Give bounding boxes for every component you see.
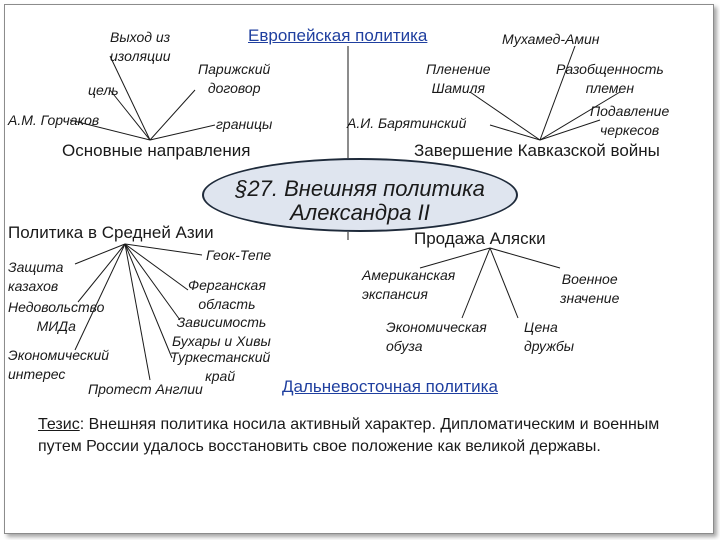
heading-far-east[interactable]: Дальневосточная политика	[282, 377, 498, 396]
connector-fergana	[124, 243, 189, 291]
center-title-line2: Александра II	[290, 200, 430, 225]
center-title-line1: §27. Внешняя политика	[235, 176, 485, 201]
connector-american	[419, 247, 491, 269]
connector-england	[124, 243, 151, 381]
slide-frame	[4, 4, 714, 534]
label-friendship-price: Цена дружбы	[524, 319, 575, 354]
label-turkestan: Туркестанский край	[170, 349, 271, 384]
heading-european-policy[interactable]: Европейская политика	[248, 26, 428, 45]
center-topic-oval: §27. Внешняя политика Александра II	[202, 158, 518, 232]
label-england-protest: Протест Англии	[88, 381, 203, 397]
label-paris-treaty: Парижский договор	[198, 61, 271, 96]
connector-turkestan	[124, 243, 173, 359]
connector-baryatinsky	[489, 124, 541, 141]
connector-goal	[109, 89, 151, 141]
thesis-block: Тезис: Внешняя политика носила активный …	[38, 414, 698, 458]
connector-isolation	[109, 55, 151, 141]
connector-friendship	[489, 247, 519, 319]
connector-circassians	[539, 119, 601, 141]
label-borders: границы	[216, 116, 273, 132]
heading-main-directions: Основные направления	[62, 141, 251, 160]
thesis-label: Тезис	[38, 416, 80, 433]
label-tribes: Разобщенность племен	[556, 61, 664, 96]
label-economic-burden: Экономическая обуза	[386, 319, 487, 354]
label-geok-tepe: Геок-Тепе	[206, 247, 272, 263]
label-gorchakov: А.М. Горчаков	[8, 112, 100, 128]
label-goal: цель	[88, 82, 119, 98]
heading-caucasian-war: Завершение Кавказской войны	[414, 141, 660, 160]
connector-mid	[77, 243, 126, 303]
label-circassians: Подавление черкесов	[590, 103, 670, 138]
label-american-expansion: Американская экспансия	[362, 267, 456, 302]
connector-dependence	[124, 243, 181, 321]
label-kazakhs: Защита казахов	[8, 259, 64, 294]
connector-economic	[74, 243, 126, 351]
connector-burden	[461, 247, 491, 319]
label-baryatinsky: А.И. Барятинский	[347, 115, 467, 131]
connector-paris	[149, 89, 196, 141]
label-fergana: Ферганская область	[188, 277, 266, 312]
heading-central-asia: Политика в Средней Азии	[8, 223, 214, 242]
label-isolation: Выход из изоляции	[110, 29, 171, 64]
connector-borders	[149, 124, 216, 141]
connector-shamil	[469, 91, 541, 141]
connector-military	[489, 247, 561, 269]
connector-gorchakov	[69, 119, 151, 141]
label-military-value: Военное значение	[560, 271, 620, 306]
thesis-text: : Внешняя политика носила активный харак…	[38, 416, 660, 455]
label-shamil: Пленение Шамиля	[426, 61, 491, 96]
connector-muhamed	[539, 45, 576, 141]
label-economic-interest: Экономический интерес	[8, 347, 110, 382]
label-muhamed-amin: Мухамед-Амин	[502, 31, 600, 47]
label-dependence: Зависимость Бухары и Хивы	[172, 314, 271, 349]
connector-geoktepe	[124, 243, 203, 256]
connector-kazakhs	[74, 243, 126, 265]
label-mid-discontent: Недовольство МИДа	[8, 299, 105, 334]
heading-alaska: Продажа Аляски	[414, 229, 546, 248]
connector-tribes	[539, 91, 621, 141]
